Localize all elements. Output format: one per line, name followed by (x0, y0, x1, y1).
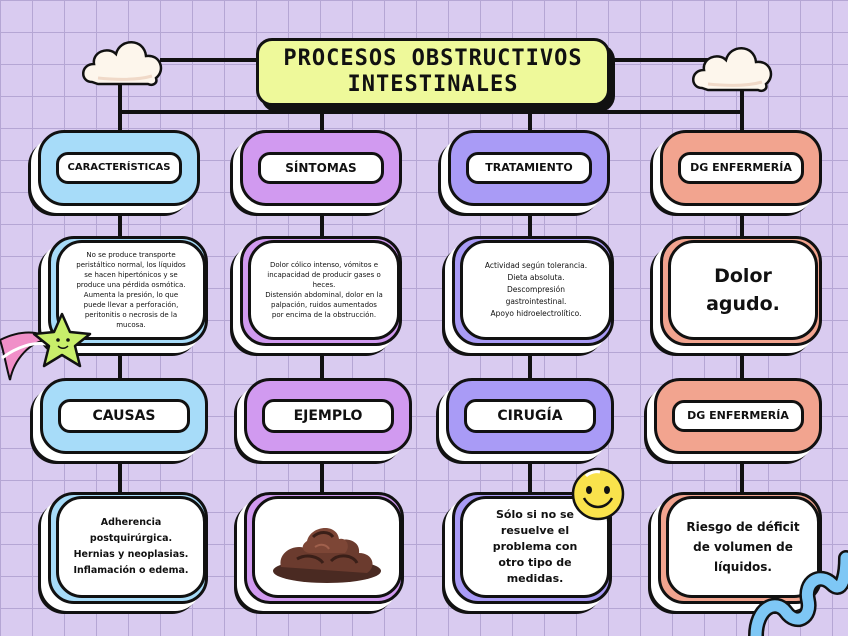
header-label-ejemplo: EJEMPLO (262, 399, 394, 433)
header-label-cirugia: CIRUGÍA (464, 399, 596, 433)
detail-text-dg-enfermeria-2: Riesgo de déficit de volumen de líquidos… (666, 496, 820, 598)
detail-text-tratamiento: Actividad según tolerancia. Dieta absolu… (460, 240, 612, 340)
smiley-icon (571, 467, 625, 521)
header-label-tratamiento: TRATAMIENTO (466, 152, 592, 184)
squiggle-decoration (748, 550, 848, 636)
intestine-illustration (273, 527, 381, 583)
header-card-ejemplo: EJEMPLO (244, 378, 412, 454)
detail-text-dg-enfermeria-1: Dolor agudo. (668, 240, 818, 340)
header-card-tratamiento: TRATAMIENTO (448, 130, 610, 206)
detail-text-caracteristicas: No se produce transporte peristáltico no… (56, 240, 206, 340)
cloud-icon-left (82, 41, 163, 86)
header-label-sintomas: SÍNTOMAS (258, 152, 384, 184)
header-label-causas: CAUSAS (58, 399, 190, 433)
header-card-dg-enfermeria-2: DG ENFERMERÍA (654, 378, 822, 454)
cloud-icon-right (692, 47, 773, 92)
header-card-caracteristicas: CARACTERÍSTICAS (38, 130, 200, 206)
header-label-caracteristicas: CARACTERÍSTICAS (56, 152, 182, 184)
detail-text-sintomas: Dolor cólico intenso, vómitos e incapaci… (248, 240, 400, 340)
detail-text-causas: Adherencia postquirúrgica. Hernias y neo… (56, 496, 206, 598)
header-label-dg-enfermeria-2: DG ENFERMERÍA (672, 400, 804, 432)
header-card-cirugia: CIRUGÍA (446, 378, 614, 454)
header-card-causas: CAUSAS (40, 378, 208, 454)
header-card-dg-enfermeria-1: DG ENFERMERÍA (660, 130, 822, 206)
example-image-card (252, 496, 402, 598)
header-label-dg-enfermeria-1: DG ENFERMERÍA (678, 152, 804, 184)
shooting-star-icon (0, 312, 92, 381)
header-card-sintomas: SÍNTOMAS (240, 130, 402, 206)
diagram-title: PROCESOS OBSTRUCTIVOS INTESTINALES (256, 38, 610, 106)
